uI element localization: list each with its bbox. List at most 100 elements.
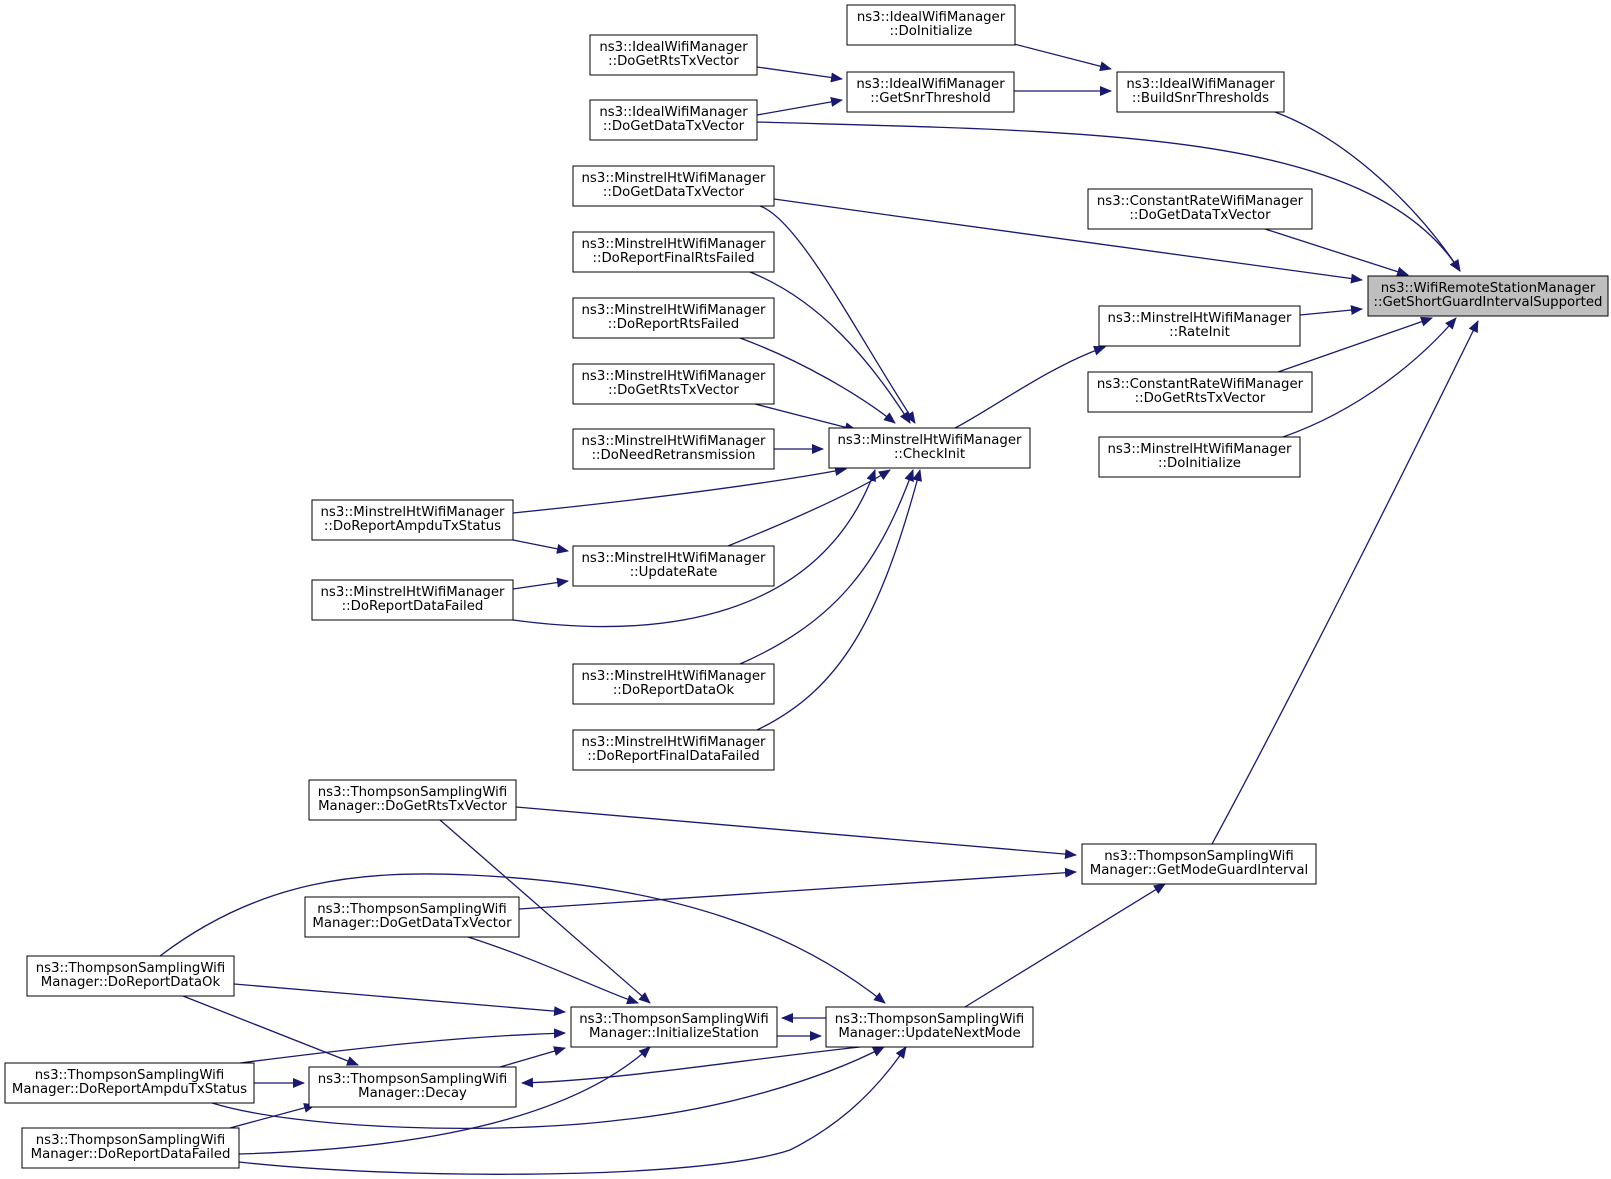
edge-ts_decay-to-ts_init_station (499, 1046, 566, 1068)
node-mh-doinit[interactable]: ns3::MinstrelHtWifiManager::DoInitialize (1098, 436, 1301, 478)
node-label-line-1: ns3::IdealWifiManager (599, 105, 748, 120)
node-mh-update-rate[interactable]: ns3::MinstrelHtWifiManager::UpdateRate (572, 545, 775, 587)
node-label-line-2: ::DoGetRtsTxVector (1135, 391, 1266, 406)
node-label-line-2: ::DoReportFinalDataFailed (587, 749, 759, 764)
node-box[interactable] (21, 1127, 240, 1169)
node-label-line-1: ns3::IdealWifiManager (856, 77, 1005, 92)
node-mh-final-rts[interactable]: ns3::MinstrelHtWifiManager::DoReportFina… (572, 231, 775, 273)
edge-ts_get_data-to-ts_init_station (467, 936, 639, 1005)
node-label-line-1: ns3::MinstrelHtWifiManager (321, 585, 506, 600)
node-box[interactable] (1087, 188, 1313, 230)
edge-mh_data_failed-to-mh_checkinit (512, 469, 876, 628)
node-ts-init-station[interactable]: ns3::ThompsonSamplingWifiManager::Initia… (570, 1006, 778, 1048)
node-box[interactable] (572, 428, 775, 470)
node-box[interactable] (311, 499, 514, 541)
node-mh-data[interactable]: ns3::MinstrelHtWifiManager::DoGetDataTxV… (572, 165, 775, 207)
node-label-line-2: ::RateInit (1169, 325, 1230, 340)
node-label-line-2: ::BuildSnrThresholds (1132, 91, 1269, 106)
node-box[interactable] (828, 427, 1031, 469)
node-label-line-1: ns3::MinstrelHtWifiManager (1108, 442, 1293, 457)
node-label-line-2: Manager::Decay (358, 1086, 467, 1101)
edge-ts_data_ok-to-ts_update_next (159, 873, 886, 1004)
edge-mh_checkinit-to-mh_rate_init (954, 345, 1106, 429)
node-box[interactable] (1081, 843, 1317, 885)
node-box[interactable] (1098, 305, 1301, 347)
edge-mh_update_rate-to-mh_checkinit (727, 469, 891, 547)
node-box[interactable] (825, 1006, 1034, 1048)
edge-ts_data_ok-to-ts_decay (182, 995, 359, 1066)
edge-ts_update_next-to-ts_guard (964, 883, 1166, 1008)
node-box[interactable] (572, 545, 775, 587)
node-ts-get-rts[interactable]: ns3::ThompsonSamplingWifiManager::DoGetR… (308, 779, 517, 821)
node-label-line-2: ::DoGetDataTxVector (603, 119, 745, 134)
node-box[interactable] (570, 1006, 778, 1048)
node-label-line-2: ::DoInitialize (1158, 456, 1241, 471)
node-mh-rts-failed[interactable]: ns3::MinstrelHtWifiManager::DoReportRtsF… (572, 297, 775, 339)
node-ts-update-next[interactable]: ns3::ThompsonSamplingWifiManager::Update… (825, 1006, 1034, 1048)
node-box[interactable] (308, 1066, 517, 1108)
node-box[interactable] (1116, 71, 1285, 113)
node-label-line-2: ::GetSnrThreshold (870, 91, 991, 106)
node-label-line-2: ::UpdateRate (630, 565, 718, 580)
node-box[interactable] (1087, 371, 1313, 413)
node-mh-rate-init[interactable]: ns3::MinstrelHtWifiManager::RateInit (1098, 305, 1301, 347)
node-label-line-2: Manager::DoReportDataFailed (31, 1147, 231, 1162)
node-target[interactable]: ns3::WifiRemoteStationManager::GetShortG… (1367, 275, 1609, 317)
node-ideal-snr[interactable]: ns3::IdealWifiManager::GetSnrThreshold (846, 71, 1015, 113)
node-label-line-2: Manager::InitializeStation (589, 1026, 759, 1041)
node-box[interactable] (846, 4, 1016, 46)
node-label-line-1: ns3::ThompsonSamplingWifi (36, 961, 226, 976)
edge-ideal_init-to-ideal_build (1013, 43, 1112, 72)
node-ideal-rts[interactable]: ns3::IdealWifiManager::DoGetRtsTxVector (589, 34, 758, 76)
edge-ts_data_failed-to-ts_update_next (238, 1046, 907, 1175)
node-label-line-1: ns3::ThompsonSamplingWifi (36, 1133, 226, 1148)
node-box[interactable] (589, 99, 758, 141)
node-label-line-1: ns3::ThompsonSamplingWifi (318, 785, 508, 800)
edge-ts_get_rts-to-ts_guard (515, 806, 1077, 860)
node-ts-ampdu[interactable]: ns3::ThompsonSamplingWifiManager::DoRepo… (4, 1062, 255, 1104)
node-mh-ampdu[interactable]: ns3::MinstrelHtWifiManager::DoReportAmpd… (311, 499, 514, 541)
node-label-line-1: ns3::IdealWifiManager (1126, 77, 1275, 92)
node-mh-need-retx[interactable]: ns3::MinstrelHtWifiManager::DoNeedRetran… (572, 428, 775, 470)
edge-mh_data-to-target (773, 198, 1363, 284)
node-label-line-2: Manager::DoReportAmpduTxStatus (12, 1082, 247, 1097)
node-box[interactable] (846, 71, 1015, 113)
node-ts-guard[interactable]: ns3::ThompsonSamplingWifiManager::GetMod… (1081, 843, 1317, 885)
node-box[interactable] (1367, 275, 1609, 317)
node-mh-data-ok[interactable]: ns3::MinstrelHtWifiManager::DoReportData… (572, 663, 775, 705)
edge-ideal_data-to-ideal_snr (756, 96, 843, 116)
node-box[interactable] (589, 34, 758, 76)
edge-mh_data-to-mh_checkinit (759, 205, 916, 424)
node-box[interactable] (304, 896, 520, 938)
node-mh-data-failed[interactable]: ns3::MinstrelHtWifiManager::DoReportData… (311, 579, 514, 621)
node-ts-get-data[interactable]: ns3::ThompsonSamplingWifiManager::DoGetD… (304, 896, 520, 938)
node-box[interactable] (572, 663, 775, 705)
node-box[interactable] (572, 729, 775, 771)
node-box[interactable] (572, 165, 775, 207)
node-box[interactable] (572, 297, 775, 339)
node-ideal-data[interactable]: ns3::IdealWifiManager::DoGetDataTxVector (589, 99, 758, 141)
node-mh-get-rts[interactable]: ns3::MinstrelHtWifiManager::DoGetRtsTxVe… (572, 363, 775, 405)
node-mh-final-data[interactable]: ns3::MinstrelHtWifiManager::DoReportFina… (572, 729, 775, 771)
node-box[interactable] (4, 1062, 255, 1104)
edge-cr_data-to-target (1264, 228, 1409, 277)
node-label-line-1: ns3::ThompsonSamplingWifi (318, 1072, 508, 1087)
node-cr-data[interactable]: ns3::ConstantRateWifiManager::DoGetDataT… (1087, 188, 1313, 230)
node-label-line-2: ::DoReportDataFailed (342, 599, 484, 614)
node-ideal-init[interactable]: ns3::IdealWifiManager::DoInitialize (846, 4, 1016, 46)
node-box[interactable] (572, 231, 775, 273)
node-mh-checkinit[interactable]: ns3::MinstrelHtWifiManager::CheckInit (828, 427, 1031, 469)
node-ts-data-ok[interactable]: ns3::ThompsonSamplingWifiManager::DoRepo… (26, 955, 235, 997)
node-box[interactable] (572, 363, 775, 405)
node-box[interactable] (311, 579, 514, 621)
node-label-line-1: ns3::IdealWifiManager (599, 40, 748, 55)
node-ts-data-failed[interactable]: ns3::ThompsonSamplingWifiManager::DoRepo… (21, 1127, 240, 1169)
node-ideal-build[interactable]: ns3::IdealWifiManager::BuildSnrThreshold… (1116, 71, 1285, 113)
node-box[interactable] (1098, 436, 1301, 478)
node-box[interactable] (26, 955, 235, 997)
node-cr-rts[interactable]: ns3::ConstantRateWifiManager::DoGetRtsTx… (1087, 371, 1313, 413)
node-box[interactable] (308, 779, 517, 821)
node-label-line-1: ns3::MinstrelHtWifiManager (582, 369, 767, 384)
